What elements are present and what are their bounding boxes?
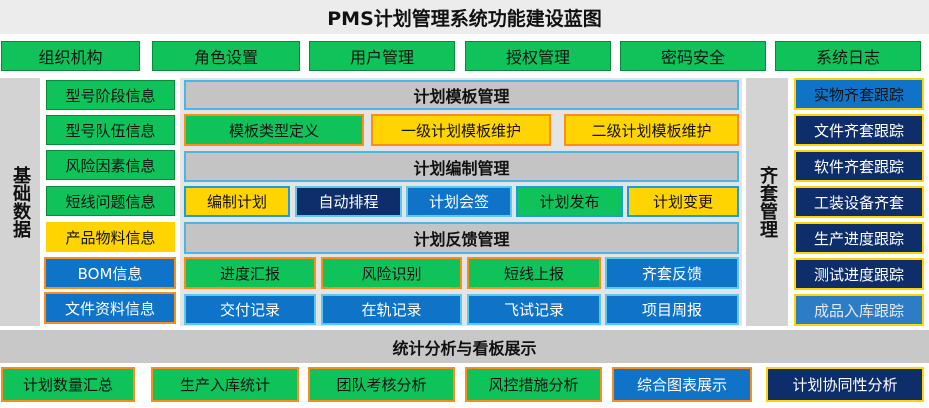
template-item: 模板类型定义: [184, 114, 364, 146]
kit-mgmt-label: 齐套管理: [757, 166, 778, 238]
kit-item: 生产进度跟踪: [794, 222, 924, 254]
basic-data-item: 型号阶段信息: [46, 80, 175, 110]
feedback-item: 飞试记录: [467, 294, 601, 325]
module-auth: 授权管理: [465, 41, 611, 71]
module-user: 用户管理: [309, 41, 455, 71]
compile-item: 计划变更: [627, 186, 739, 217]
feedback-item: 短线上报: [467, 257, 601, 289]
feedback-item: 风险识别: [321, 257, 462, 289]
analysis-item: 综合图表展示: [612, 367, 752, 402]
module-org: 组织机构: [1, 41, 140, 71]
module-log: 系统日志: [775, 41, 921, 71]
kit-item: 软件齐套跟踪: [794, 150, 924, 182]
page-title: PMS计划管理系统功能建设蓝图: [327, 7, 602, 30]
analysis-item: 风控措施分析: [465, 367, 602, 402]
feedback-item: 齐套反馈: [605, 257, 739, 289]
analysis-item: 团队考核分析: [308, 367, 455, 402]
basic-data-item: BOM信息: [44, 257, 176, 289]
analysis-item: 生产入库统计: [151, 367, 299, 402]
compile-item: 编制计划: [184, 186, 290, 217]
template-item: 二级计划模板维护: [564, 114, 739, 146]
kit-item: 实物齐套跟踪: [794, 78, 924, 110]
kit-panel: [746, 78, 788, 326]
compile-item: 计划发布: [516, 186, 623, 217]
basic-data-item: 产品物料信息: [46, 222, 175, 252]
analysis-item: 计划数量汇总: [1, 367, 135, 402]
module-role: 角色设置: [152, 41, 300, 71]
kit-item: 测试进度跟踪: [794, 258, 924, 290]
template-item: 一级计划模板维护: [371, 114, 551, 146]
compile-mgmt-title: 计划编制管理: [184, 151, 739, 182]
basic-data-item: 风险因素信息: [46, 150, 175, 180]
compile-item: 自动排程: [295, 186, 402, 217]
feedback-item: 在轨记录: [321, 294, 462, 325]
analysis-title: 统计分析与看板展示: [392, 338, 537, 358]
basic-data-panel: [0, 78, 40, 326]
template-mgmt-title: 计划模板管理: [184, 80, 739, 110]
basic-data-item: 型号队伍信息: [46, 115, 175, 145]
analysis-item: 计划协同性分析: [766, 367, 924, 402]
feedback-mgmt-title: 计划反馈管理: [184, 222, 739, 254]
kit-item: 工装设备齐套: [794, 186, 924, 218]
kit-item: 文件齐套跟踪: [794, 114, 924, 146]
basic-data-item: 文件资料信息: [44, 292, 176, 324]
feedback-item: 进度汇报: [184, 257, 316, 289]
module-password: 密码安全: [620, 41, 766, 71]
basic-data-item: 短线问题信息: [46, 186, 175, 216]
basic-data-label: 基础数据: [10, 166, 31, 238]
title-bar: PMS计划管理系统功能建设蓝图: [0, 0, 929, 34]
compile-item: 计划会签: [406, 186, 512, 217]
feedback-item: 项目周报: [605, 294, 739, 325]
analysis-title-bar: 统计分析与看板展示: [0, 330, 929, 363]
kit-item: 成品入库跟踪: [794, 294, 924, 326]
feedback-item: 交付记录: [184, 294, 316, 325]
